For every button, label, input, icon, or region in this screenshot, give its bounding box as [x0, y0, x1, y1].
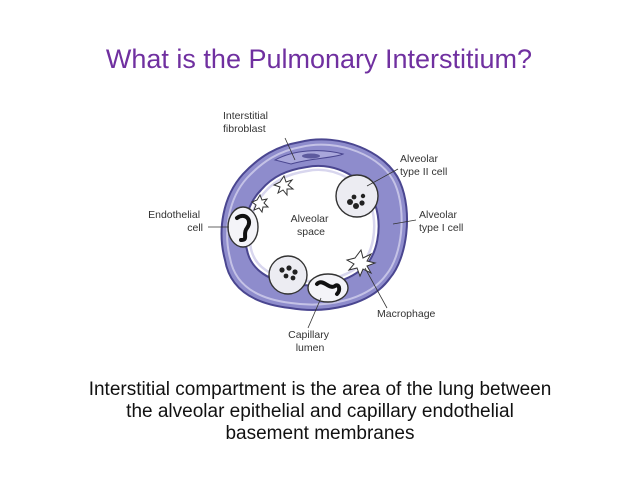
outer-membrane	[226, 143, 403, 306]
slide-title: What is the Pulmonary Interstitium?	[105, 44, 533, 74]
capillary-granule	[279, 267, 285, 273]
type-ii-granule	[360, 193, 366, 199]
leader-type2	[366, 168, 399, 187]
capillary-granule	[292, 269, 298, 275]
macrophage-cell-small	[250, 193, 270, 214]
type-ii-granule	[351, 194, 357, 200]
type-ii-cell	[335, 174, 379, 218]
label-macrophage: Macrophage	[377, 308, 436, 320]
capillary-granule	[286, 265, 292, 271]
label-endothelial: Endothelial cell	[148, 209, 203, 234]
fibroblast-nucleus	[302, 153, 320, 159]
diagram-svg: Interstitial fibroblast Alveolar type II…	[148, 110, 463, 354]
type-ii-granule	[359, 200, 365, 206]
capillary-granule	[283, 273, 289, 279]
capillary-lumen-cell	[307, 273, 349, 303]
capillary-lumen-nucleus	[315, 280, 342, 296]
label-capillary: Capillary lumen	[288, 329, 332, 354]
body-line: basement membranes	[225, 423, 415, 444]
type-ii-granule	[347, 199, 353, 205]
label-alveolar-space: Alveolar space	[291, 213, 332, 238]
macrophage-cell	[345, 248, 377, 278]
type-ii-granule	[353, 203, 359, 209]
body-line: the alveolar epithelial and capillary en…	[126, 401, 514, 422]
leader-capillary	[307, 297, 322, 329]
label-type1: Alveolar type I cell	[419, 209, 463, 234]
interstitium-diagram: Interstitial fibroblast Alveolar type II…	[125, 100, 525, 368]
body-line: Interstitial compartment is the area of …	[88, 379, 552, 400]
macrophage-cell-small	[272, 174, 295, 197]
label-type2: Alveolar type II cell	[400, 153, 447, 178]
endothelial-nucleus	[235, 213, 252, 242]
body-text: Interstitial compartment is the area of …	[20, 379, 620, 445]
leader-fibroblast	[284, 137, 296, 161]
capillary-granule	[290, 275, 296, 281]
leader-macrophage	[364, 267, 388, 309]
leader-type1	[392, 219, 417, 225]
label-fibroblast: Interstitial fibroblast	[223, 110, 271, 135]
